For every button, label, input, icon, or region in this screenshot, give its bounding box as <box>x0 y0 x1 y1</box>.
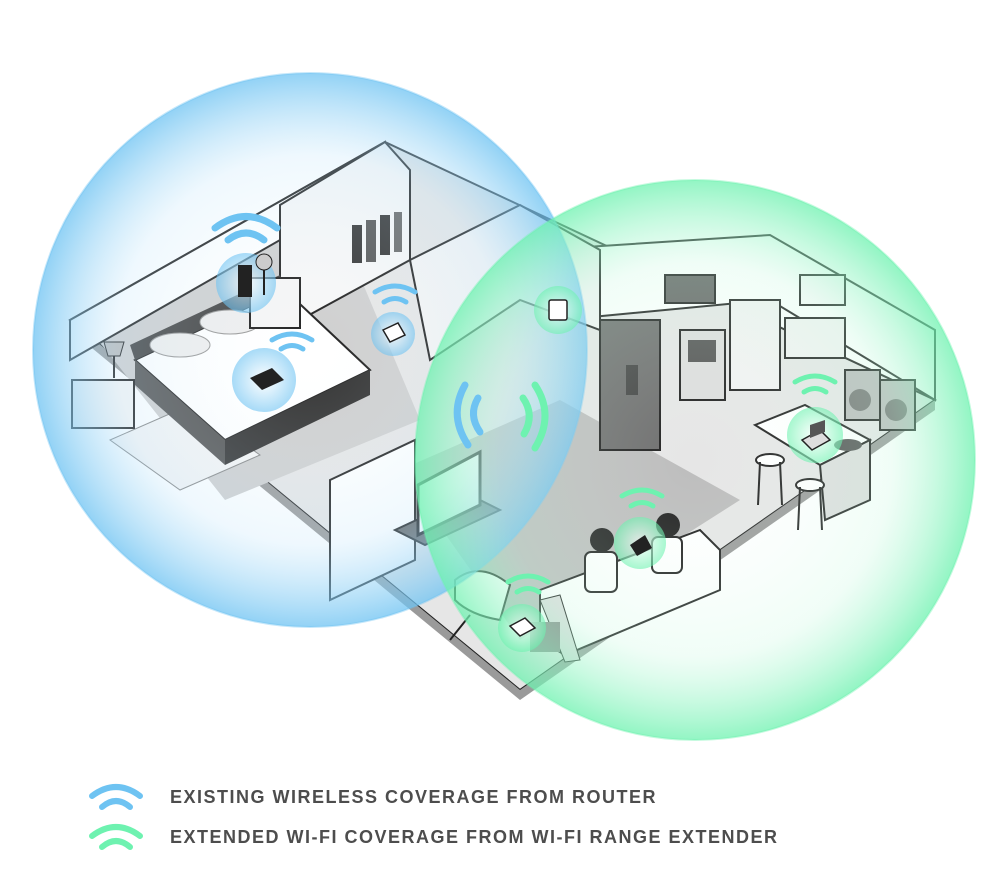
range-extender-device <box>534 286 582 334</box>
side-table-device <box>498 604 546 652</box>
laptop-wifi-icon <box>792 373 838 395</box>
tablet-on-sofa <box>614 517 666 569</box>
sofa-wifi-icon <box>619 487 665 509</box>
bed-wifi-icon <box>269 331 315 352</box>
hallway-wifi-icon <box>372 283 418 305</box>
legend: EXISTING WIRELESS COVERAGE FROM ROUTER E… <box>0 770 1000 880</box>
router-wifi-icon <box>211 213 281 244</box>
extender-wifi-icon <box>89 824 143 850</box>
router-device <box>216 253 276 313</box>
side-table-wifi-icon <box>505 573 551 595</box>
router-wifi-icon <box>89 784 143 810</box>
home-coverage-diagram <box>32 72 976 741</box>
extender-coverage-bubble <box>414 179 976 741</box>
laptop-on-island <box>787 407 843 463</box>
hallway-device <box>371 312 415 356</box>
tablet-on-bed <box>232 348 296 412</box>
legend-item-extender: EXTENDED WI-FI COVERAGE FROM WI-FI RANGE… <box>86 820 779 854</box>
legend-item-router: EXISTING WIRELESS COVERAGE FROM ROUTER <box>86 780 657 814</box>
legend-label-extender: EXTENDED WI-FI COVERAGE FROM WI-FI RANGE… <box>170 826 779 847</box>
extender-green-wave-icon <box>519 381 549 452</box>
legend-label-router: EXISTING WIRELESS COVERAGE FROM ROUTER <box>170 786 658 807</box>
extender-blue-wave-icon <box>453 381 484 449</box>
